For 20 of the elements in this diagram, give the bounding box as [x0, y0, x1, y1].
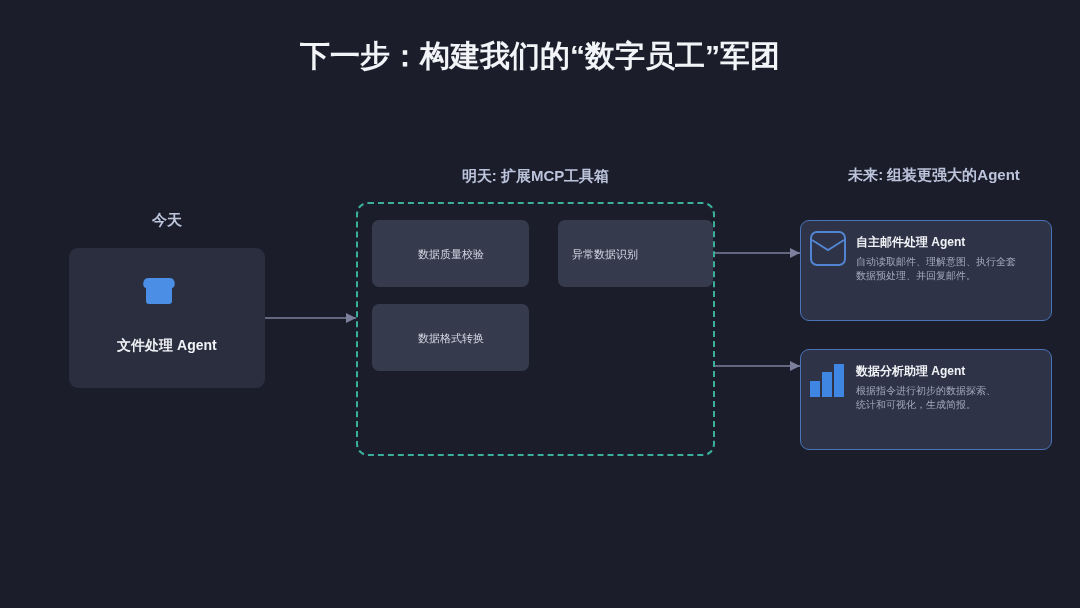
tool-box — [558, 220, 713, 287]
arrow — [264, 313, 357, 323]
agent-title: 自主邮件处理 Agent — [856, 235, 966, 250]
card-title: 文件处理 Agent — [117, 336, 217, 354]
agent-description: 自动读取邮件、理解意图、执行全套数据预处理、并回复邮件。 — [856, 255, 1017, 283]
tool-label: 异常数据识别 — [571, 246, 638, 261]
tool-box — [372, 304, 529, 371]
agent-description: 根据指令进行初步的数据探索、统计和可视化，生成简报。 — [856, 384, 997, 412]
slide-title: 下一步：构建我们的“数字员工”军团 — [300, 38, 780, 74]
agent-title: 数据分析助理 Agent — [856, 364, 966, 379]
tool-label: 数据格式转换 — [417, 330, 484, 345]
column-heading: 未来: 组装更强大的Agent — [848, 166, 1020, 184]
column-heading: 明天: 扩展MCP工具箱 — [461, 167, 610, 185]
arrow — [714, 248, 801, 258]
tool-box — [372, 220, 529, 287]
agent-card — [800, 349, 1052, 450]
column-heading: 今天 — [152, 211, 182, 229]
arrow — [714, 361, 801, 371]
tool-label: 数据质量校验 — [417, 246, 484, 261]
agent-card — [800, 220, 1052, 321]
